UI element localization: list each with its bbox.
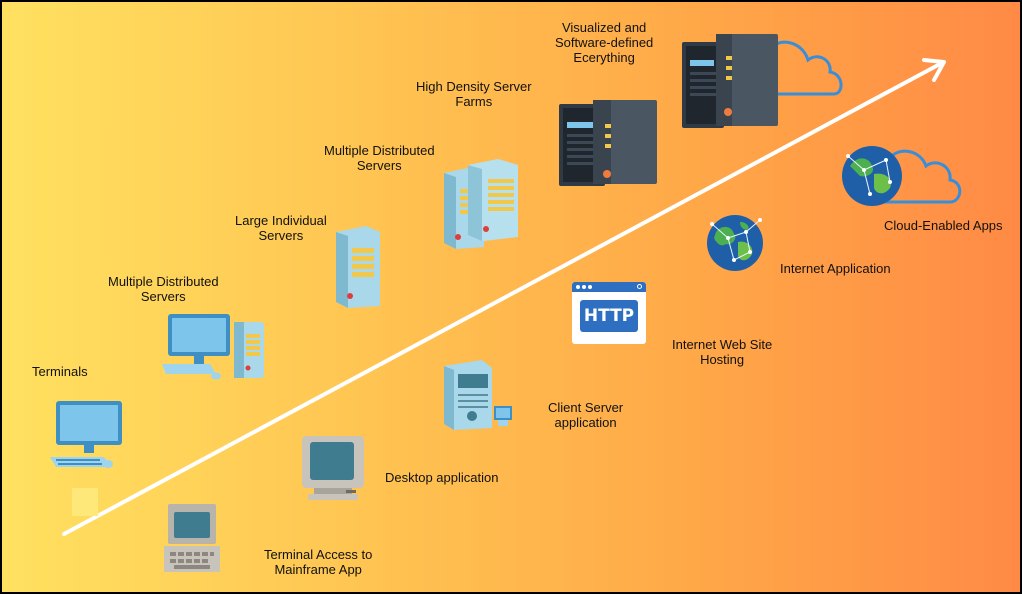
http-badge: HTTP: [580, 300, 638, 332]
label-terminal-access: Terminal Access to Mainframe App: [264, 547, 373, 577]
label-internet-app: Internet Application: [780, 261, 891, 276]
label-multiple-distributed-2: Multiple Distributed Servers: [324, 143, 435, 173]
dual-server-icon: [442, 157, 522, 256]
placeholder-square: [72, 488, 98, 516]
cloud-server-icon: [678, 22, 846, 139]
label-client-server: Client Server application: [548, 400, 624, 430]
label-terminals: Terminals: [32, 364, 88, 379]
client-server-icon: [442, 358, 518, 437]
browser-titlebar: [572, 282, 646, 292]
desktop-server-icon: [160, 310, 270, 387]
cloud-globe-icon: [838, 136, 966, 217]
label-visualized: Visualized and Software-defined Ecerythi…: [555, 20, 654, 65]
server-farm-icon: [557, 94, 661, 193]
label-cloud-apps: Cloud-Enabled Apps: [884, 218, 1003, 233]
globe-network-icon: [704, 212, 766, 279]
search-icon: [637, 284, 642, 289]
label-multiple-distributed-1: Multiple Distributed Servers: [108, 274, 219, 304]
label-desktop: Desktop application: [385, 470, 499, 485]
crt-monitor-icon: [300, 434, 366, 507]
tower-server-icon: [332, 224, 384, 315]
label-high-density: High Density Server Farms: [416, 79, 532, 109]
label-web-hosting: Internet Web Site Hosting: [672, 337, 773, 367]
http-browser-icon: HTTP: [572, 282, 646, 344]
terminal-icon: [46, 397, 126, 482]
mainframe-terminal-icon: [162, 502, 222, 579]
label-large-individual: Large Individual Servers: [235, 213, 327, 243]
